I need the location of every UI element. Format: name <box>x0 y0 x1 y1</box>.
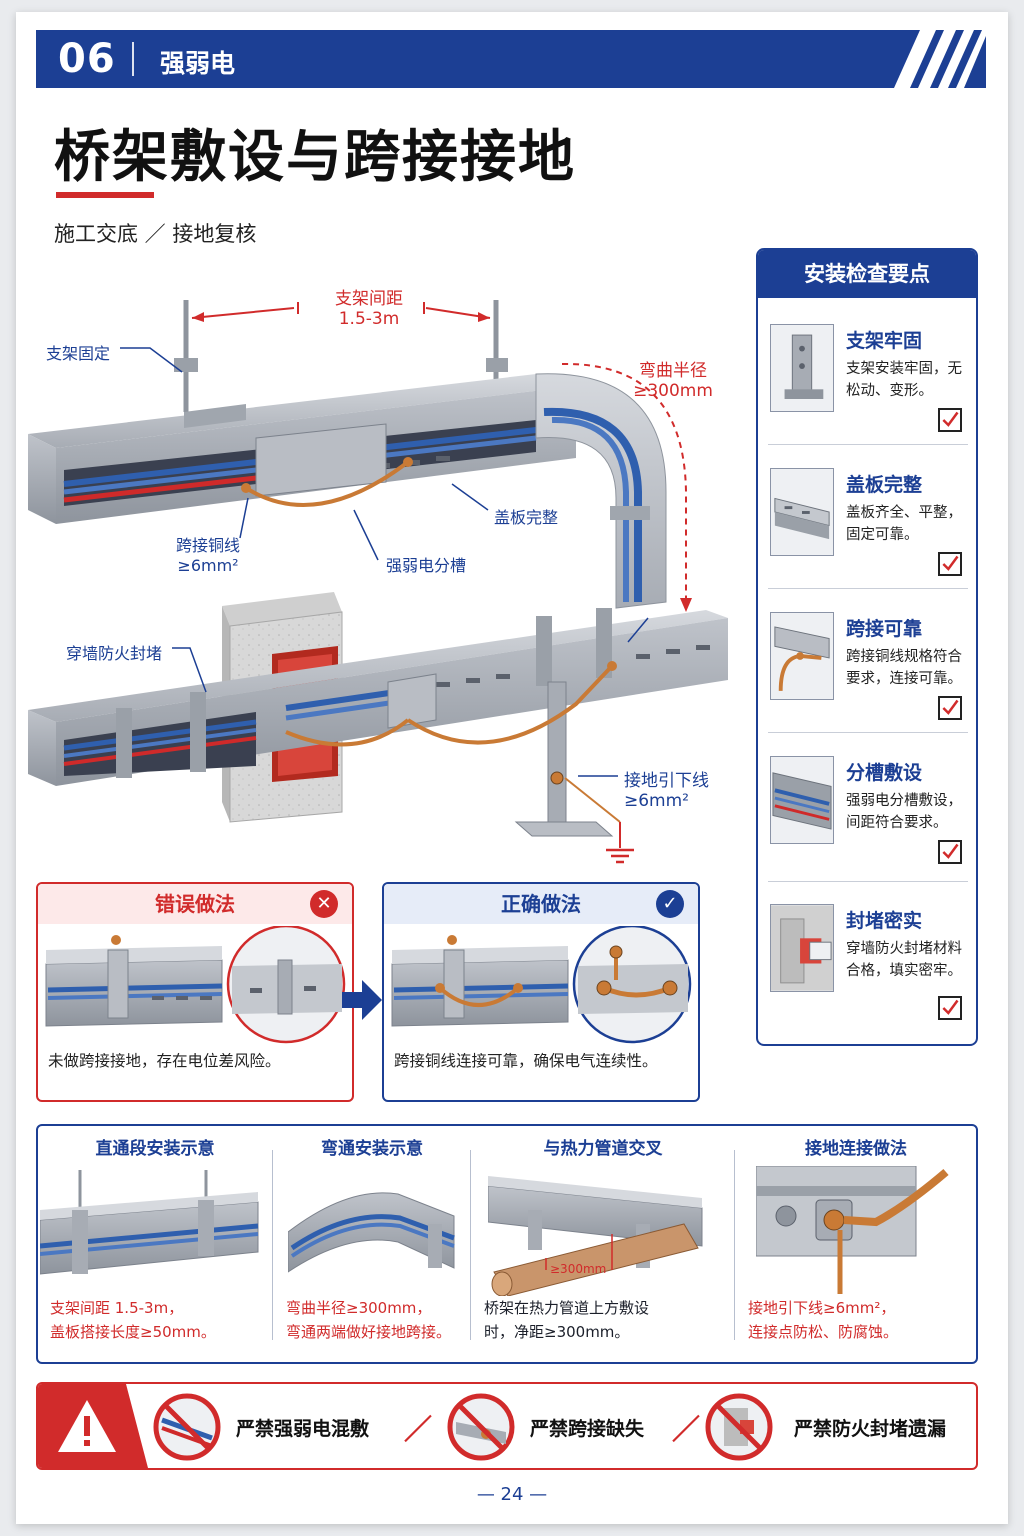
prohibition-bar: 严禁强弱电混敷 ／ 严禁跨接缺失 ／ 严禁防火封堵遗漏 <box>36 1382 978 1470</box>
example-desc: 支架间距 1.5-3m，盖板搭接长度≥50mm。 <box>50 1299 216 1341</box>
divider <box>734 1150 735 1340</box>
right-practice-title: 正确做法 <box>384 884 698 924</box>
checkmark-icon <box>938 840 962 864</box>
page-title: 桥架敷设与跨接接地 <box>54 125 576 190</box>
check-title: 盖板完整 <box>846 474 923 496</box>
page: 06 强弱电 桥架敷设与跨接接地 施工交底 ／ 接地复核 <box>16 12 1008 1524</box>
separated-cables-icon <box>770 756 834 844</box>
firestop-icon <box>770 904 834 992</box>
bend-section-example: 弯通安装示意 弯曲半径≥300mm，弯通两端做好接地跨接。 <box>274 1126 470 1362</box>
check-desc: 支架安装牢固，无松动、变形。 <box>846 361 962 399</box>
section-number: 06 <box>58 36 116 82</box>
example-title: 直通段安装示意 <box>95 1139 215 1159</box>
checkmark-icon <box>938 408 962 432</box>
spacing-label: 支架间距 1.5-3m <box>335 289 403 329</box>
warning-text: 严禁防火封堵遗漏 <box>794 1418 947 1440</box>
check-title: 封堵密实 <box>846 910 923 932</box>
separator: ／ <box>672 1413 701 1446</box>
check-item-separation: 分槽敷设 强弱电分槽敷设，间距符合要求。 <box>768 742 968 882</box>
example-desc: 接地引下线≥6mm²，连接点防松、防腐蚀。 <box>748 1299 899 1341</box>
jumper-wire-icon <box>770 612 834 700</box>
pipe-crossing-illustration <box>488 1176 703 1296</box>
support-fixing-label: 支架固定 <box>46 344 111 363</box>
wrong-practice-box: 错误做法 ✕ 未做跨接接地，存在电位差风险。 <box>36 882 354 1102</box>
example-title: 弯通安装示意 <box>321 1139 423 1159</box>
jumper-wire-label: 跨接铜线 ≥6mm² <box>176 536 241 575</box>
firestop-label: 穿墙防火封堵 <box>66 644 163 663</box>
check-circle-icon: ✓ <box>656 890 684 918</box>
right-practice-box: 正确做法 ✓ 跨接铜线连接可靠，确保电气连续性。 <box>382 882 700 1102</box>
check-desc: 跨接铜线规格符合要求，连接可靠。 <box>846 649 962 687</box>
check-item-firestop: 封堵密实 穿墙防火封堵材料合格，填实密牢。 <box>768 890 968 1040</box>
separation-label: 强弱电分槽 <box>386 556 467 575</box>
wrong-practice-title: 错误做法 <box>38 884 352 924</box>
section-category: 强弱电 <box>160 49 236 78</box>
ground-lead-label: 接地引下线 ≥6mm² <box>624 771 709 811</box>
check-item-support: 支架牢固 支架安装牢固，无松动、变形。 <box>768 310 968 445</box>
no-missing-jumper-icon <box>447 1393 515 1461</box>
warning-text: 严禁强弱电混敷 <box>236 1418 370 1440</box>
checkmark-icon <box>938 696 962 720</box>
check-desc: 强弱电分槽敷设，间距符合要求。 <box>846 793 962 831</box>
bend-tray-illustration <box>288 1192 455 1273</box>
check-title: 跨接可靠 <box>846 618 923 640</box>
cover-complete-label: 盖板完整 <box>494 508 559 527</box>
wrong-practice-illustration <box>45 926 346 1044</box>
arrow-right-icon <box>342 980 382 1020</box>
cable-tray-diagram <box>28 300 728 864</box>
cover-plate-icon <box>770 468 834 556</box>
check-desc: 盖板齐全、平整，固定可靠。 <box>846 505 962 543</box>
example-title: 接地连接做法 <box>805 1139 907 1159</box>
example-desc: 桥架在热力管道上方敷设时，净距≥300mm。 <box>484 1299 650 1341</box>
divider <box>272 1150 273 1340</box>
header-divider <box>132 42 134 76</box>
divider <box>470 1150 471 1340</box>
title-underline <box>56 192 154 198</box>
no-mixed-cables-icon <box>153 1393 221 1461</box>
cross-icon: ✕ <box>310 890 338 918</box>
ground-connection-illustration <box>756 1166 949 1294</box>
checkmark-icon <box>938 996 962 1020</box>
wrong-practice-desc: 未做跨接接地，存在电位差风险。 <box>48 1052 281 1070</box>
grounding-connection-example: 接地连接做法 接地引下线≥6mm²，连接点防松、防腐蚀。 <box>736 1126 976 1362</box>
warning-triangle-icon <box>58 1400 116 1452</box>
example-title: 与热力管道交叉 <box>543 1139 663 1159</box>
straight-tray-illustration <box>40 1170 259 1275</box>
main-illustration: 支架间距 1.5-3m 弯曲半径 ≥300mm 支架固定 盖板完整 跨接铜线 ≥… <box>16 262 756 882</box>
bend-radius-label: 弯曲半径 ≥300mm <box>633 361 713 401</box>
straight-section-example: 直通段安装示意 支架间距 1.5-3m，盖板搭接长度≥50mm。 <box>38 1126 272 1362</box>
warning-text: 严禁跨接缺失 <box>530 1418 645 1440</box>
header-stripes-decoration <box>866 30 986 88</box>
right-practice-illustration <box>391 926 692 1044</box>
checkmark-icon <box>938 552 962 576</box>
check-title: 分槽敷设 <box>846 762 923 784</box>
check-desc: 穿墙防火封堵材料合格，填实密牢。 <box>846 941 962 979</box>
heating-pipe-crossing-example: 与热力管道交叉 ≥300mm 桥架在热力管道上方敷设时，净距≥300mm。 <box>472 1126 734 1362</box>
installation-examples: 直通段安装示意 支架间距 1.5-3m，盖板搭接长度≥50mm。 弯通安装示意 <box>36 1124 978 1364</box>
page-subtitle: 施工交底 ／ 接地复核 <box>54 222 257 246</box>
separator: ／ <box>404 1413 433 1446</box>
clearance-tag: ≥300mm <box>550 1262 607 1276</box>
example-desc: 弯曲半径≥300mm，弯通两端做好接地跨接。 <box>286 1299 452 1341</box>
inspection-checklist: 安装检查要点 支架牢固 支架安装牢固，无松动、变形。 盖板完整 盖板齐全、平整，… <box>756 248 978 1046</box>
check-item-cover: 盖板完整 盖板齐全、平整，固定可靠。 <box>768 454 968 589</box>
no-firestop-omission-icon <box>705 1393 773 1461</box>
check-title: 支架牢固 <box>846 330 923 352</box>
page-number: — 24 — <box>476 1484 548 1505</box>
right-practice-desc: 跨接铜线连接可靠，确保电气连续性。 <box>394 1052 658 1070</box>
checklist-title: 安装检查要点 <box>758 250 976 298</box>
bracket-icon <box>770 324 834 412</box>
section-header: 06 强弱电 <box>36 30 986 88</box>
check-item-jumper: 跨接可靠 跨接铜线规格符合要求，连接可靠。 <box>768 598 968 733</box>
